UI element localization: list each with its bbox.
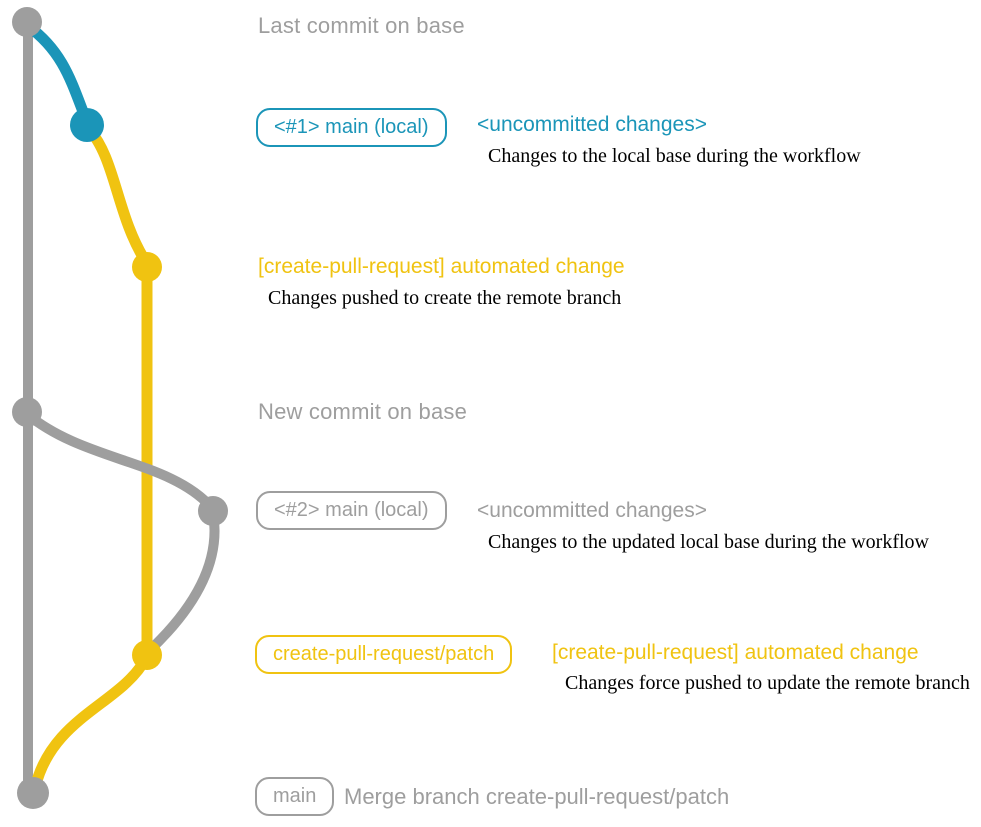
description-automated-change-1: Changes pushed to create the remote bran… [268,287,622,309]
commit-node-automated-1 [132,252,162,282]
commit-node-uncommitted-1 [70,108,104,142]
patch-branch-curve-top [82,122,152,268]
badge-create-pull-request-patch: create-pull-request/patch [255,635,513,674]
annotation-automated-change-1: [create-pull-request] automated change [258,255,625,278]
commit-node-last-base [12,7,42,37]
git-graph [12,7,228,809]
annotation-uncommitted-changes-2: <uncommitted changes> [477,499,707,522]
commit-node-merge [17,777,49,809]
commit-node-uncommitted-2 [198,496,228,526]
badge-main-local-1: <#1> main (local) [256,108,447,147]
annotation-uncommitted-changes-1: <uncommitted changes> [477,113,707,136]
description-uncommitted-changes-2: Changes to the updated local base during… [488,531,929,553]
description-automated-change-2: Changes force pushed to update the remot… [565,672,970,694]
annotation-automated-change-2: [create-pull-request] automated change [552,641,919,664]
description-uncommitted-changes-1: Changes to the local base during the wor… [488,145,861,167]
badge-main-local-2: <#2> main (local) [256,491,447,530]
rebase-curve-in [145,508,220,655]
commit-node-automated-2 [132,640,162,670]
badge-main: main [255,777,335,816]
local-main-curve [22,20,93,128]
label-new-commit-on-base: New commit on base [258,399,468,424]
label-merge-branch: Merge branch create-pull-request/patch [344,784,730,809]
label-last-commit-on-base: Last commit on base [258,13,465,38]
patch-merge-curve-bottom [29,652,152,794]
commit-node-new-base [12,397,42,427]
rebase-curve-out [22,409,217,513]
